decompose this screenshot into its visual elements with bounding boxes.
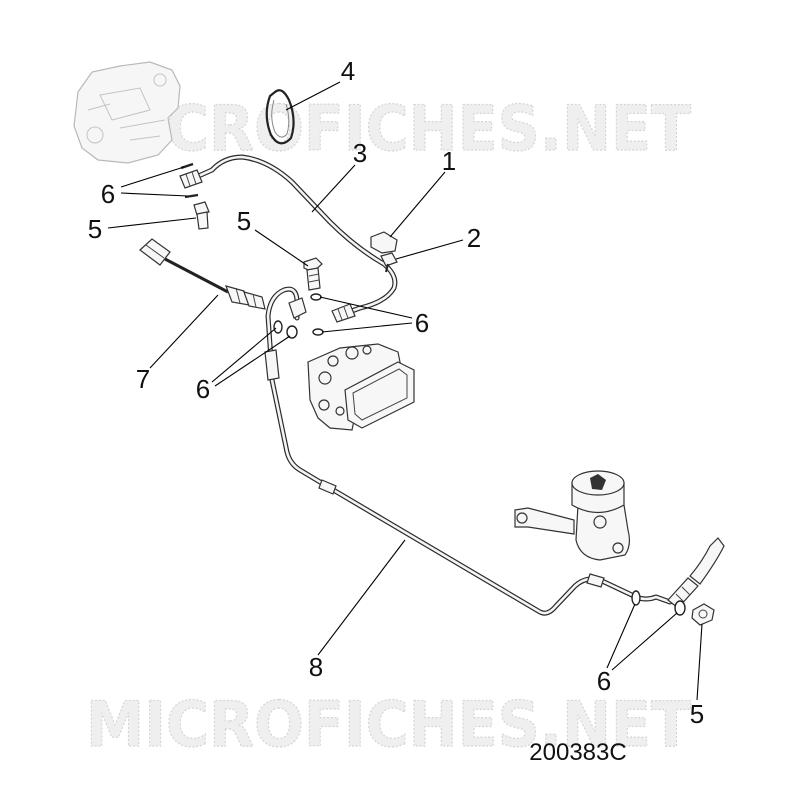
callout-6-bottom: 6 (597, 666, 611, 696)
watermark-bottom: MICROFICHES.NET (86, 688, 691, 761)
washer-mid-2 (312, 328, 324, 336)
leader-6-bottom (606, 603, 678, 671)
leader-6-lower-left (211, 327, 291, 387)
callout-6-upper-left: 6 (101, 179, 115, 209)
leader-5-middle (254, 229, 309, 267)
banjo-bolt-upper-left-part (193, 201, 210, 230)
washer-lower-1 (273, 320, 283, 334)
leader-3 (311, 164, 356, 213)
callout-3: 3 (353, 138, 367, 168)
watermark-top: MICROFICHES.NET (86, 92, 691, 165)
leader-1 (389, 171, 446, 238)
callout-5-middle: 5 (237, 206, 251, 236)
leader-6-upper-left (120, 166, 189, 197)
callout-6-right: 6 (415, 308, 429, 338)
screw-part (380, 252, 398, 273)
abs-module-illustration (307, 343, 415, 431)
leader-4 (285, 81, 341, 111)
line-clip-part (370, 231, 398, 254)
washer-bottom-1 (631, 590, 641, 606)
callout-labels: 4 3 1 2 6 5 5 6 7 6 8 6 5 (88, 56, 704, 729)
reservoir-cap-logo (590, 474, 606, 490)
callout-5-upper-left: 5 (88, 214, 102, 244)
banjo-bolt-bottom-part (691, 603, 715, 626)
callout-1: 1 (442, 146, 456, 176)
washer-lower-2 (286, 325, 298, 339)
leader-5-upper-left (107, 217, 197, 229)
washer-mid-1 (310, 293, 322, 301)
leader-7 (149, 294, 219, 369)
callout-6-lower-left: 6 (196, 374, 210, 404)
callout-7: 7 (136, 364, 150, 394)
caliper-context-illustration (73, 61, 181, 164)
callout-4: 4 (341, 56, 355, 86)
washer-bottom-2 (674, 600, 686, 616)
leader-5-bottom (696, 623, 703, 701)
washer-upper-left-2 (184, 193, 199, 199)
callout-2: 2 (467, 223, 481, 253)
callout-8: 8 (309, 652, 323, 682)
master-cylinder-illustration (514, 470, 631, 561)
band-clamp-part (265, 89, 295, 145)
diagram-code: 200383C (529, 739, 626, 766)
leader-6-right (319, 296, 413, 333)
callout-5-bottom: 5 (690, 699, 704, 729)
banjo-bolt-middle-part (303, 257, 323, 291)
leader-lines (107, 81, 703, 701)
sensor-cable-part (139, 238, 266, 310)
leader-2 (395, 239, 464, 260)
brake-line-long-part (264, 286, 725, 616)
leader-8 (317, 539, 406, 656)
brake-line-upper-part (179, 154, 398, 323)
